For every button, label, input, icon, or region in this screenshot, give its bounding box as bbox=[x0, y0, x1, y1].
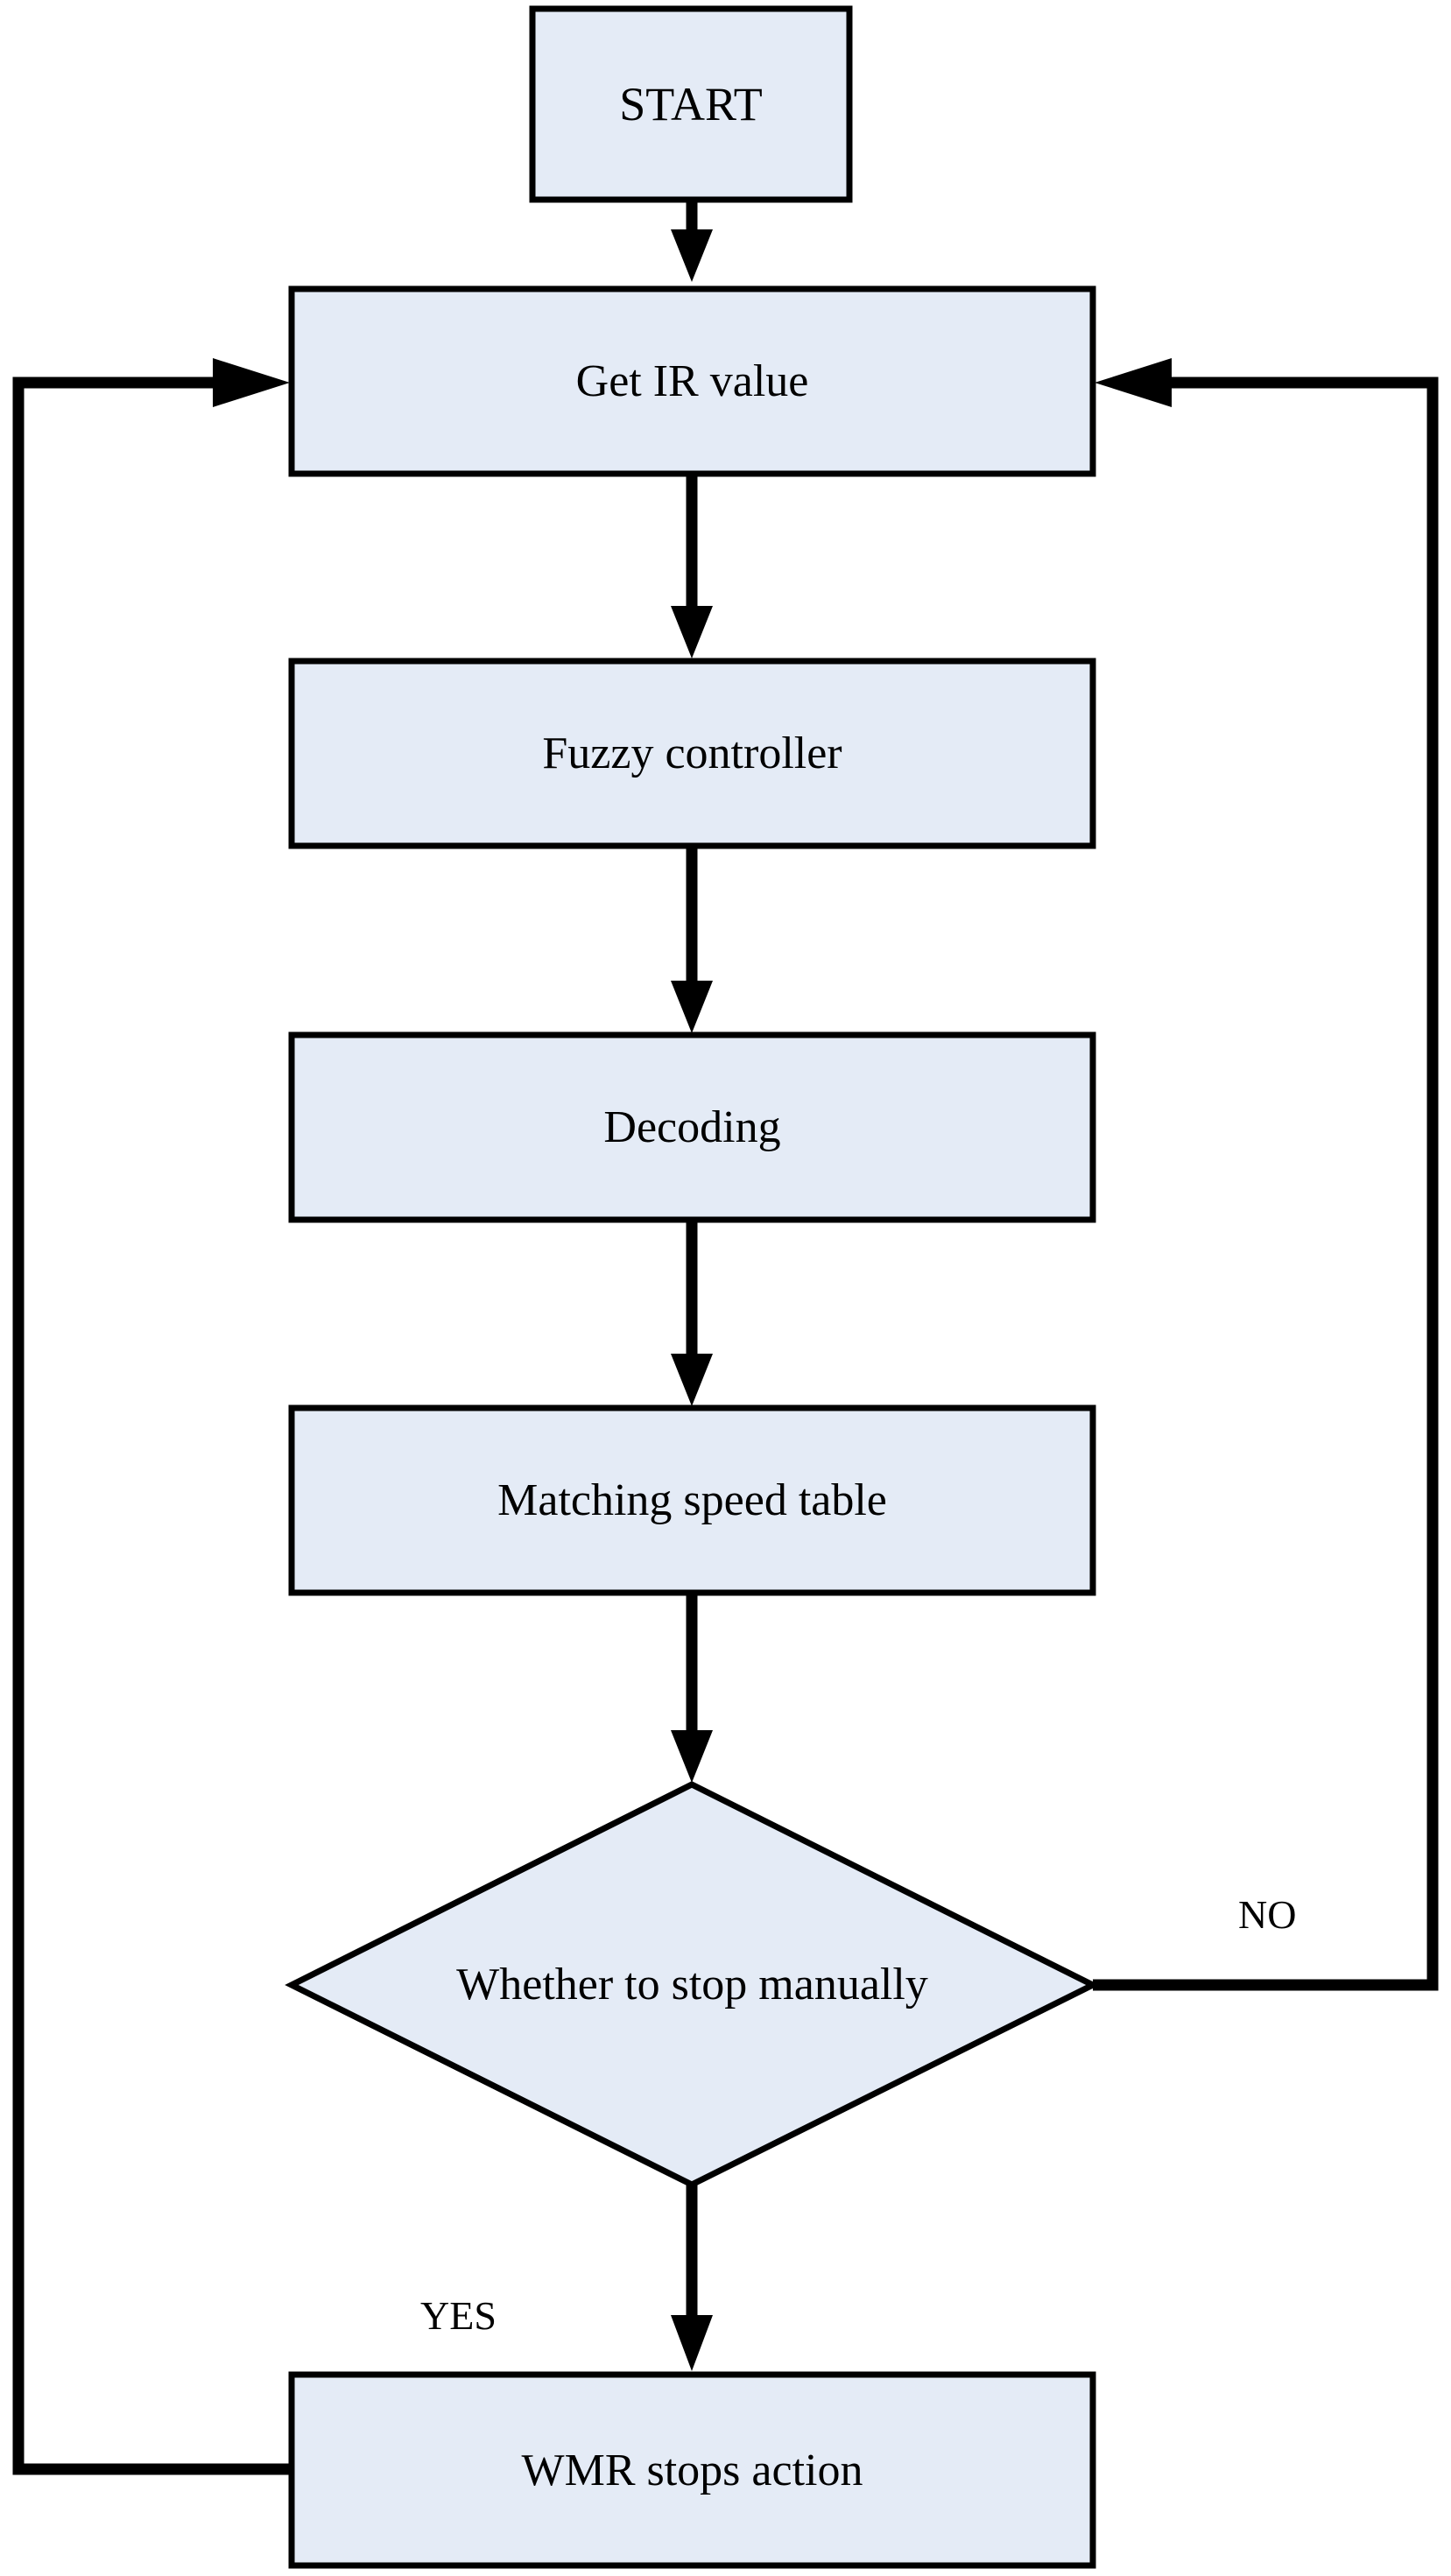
edge-decision-no-to-get-ir-value bbox=[1093, 358, 1439, 1991]
node-start[interactable] bbox=[529, 5, 853, 203]
node-decision-whether-to-stop-manually[interactable] bbox=[285, 1781, 1100, 2188]
node-decoding[interactable] bbox=[288, 1031, 1096, 1223]
edge-decision-yes-to-wmr-stops-action bbox=[671, 2185, 713, 2371]
edge-label-no: NO bbox=[1238, 1892, 1297, 1937]
edge-get-ir-value-to-fuzzy-controller bbox=[671, 474, 713, 658]
node-get-ir-value[interactable] bbox=[288, 285, 1096, 477]
node-fuzzy-controller[interactable] bbox=[288, 658, 1096, 849]
edge-fuzzy-controller-to-decoding bbox=[671, 846, 713, 1033]
edge-label-yes: YES bbox=[420, 2293, 497, 2338]
node-wmr-stops-action[interactable] bbox=[288, 2371, 1096, 2569]
node-matching-speed-table[interactable] bbox=[288, 1404, 1096, 1596]
edge-start-to-get-ir-value bbox=[671, 200, 713, 282]
edge-matching-speed-table-to-decision bbox=[671, 1593, 713, 1783]
edge-wmr-stops-action-to-get-ir-value bbox=[12, 358, 292, 2475]
edge-decoding-to-matching-speed-table bbox=[671, 1220, 713, 1406]
